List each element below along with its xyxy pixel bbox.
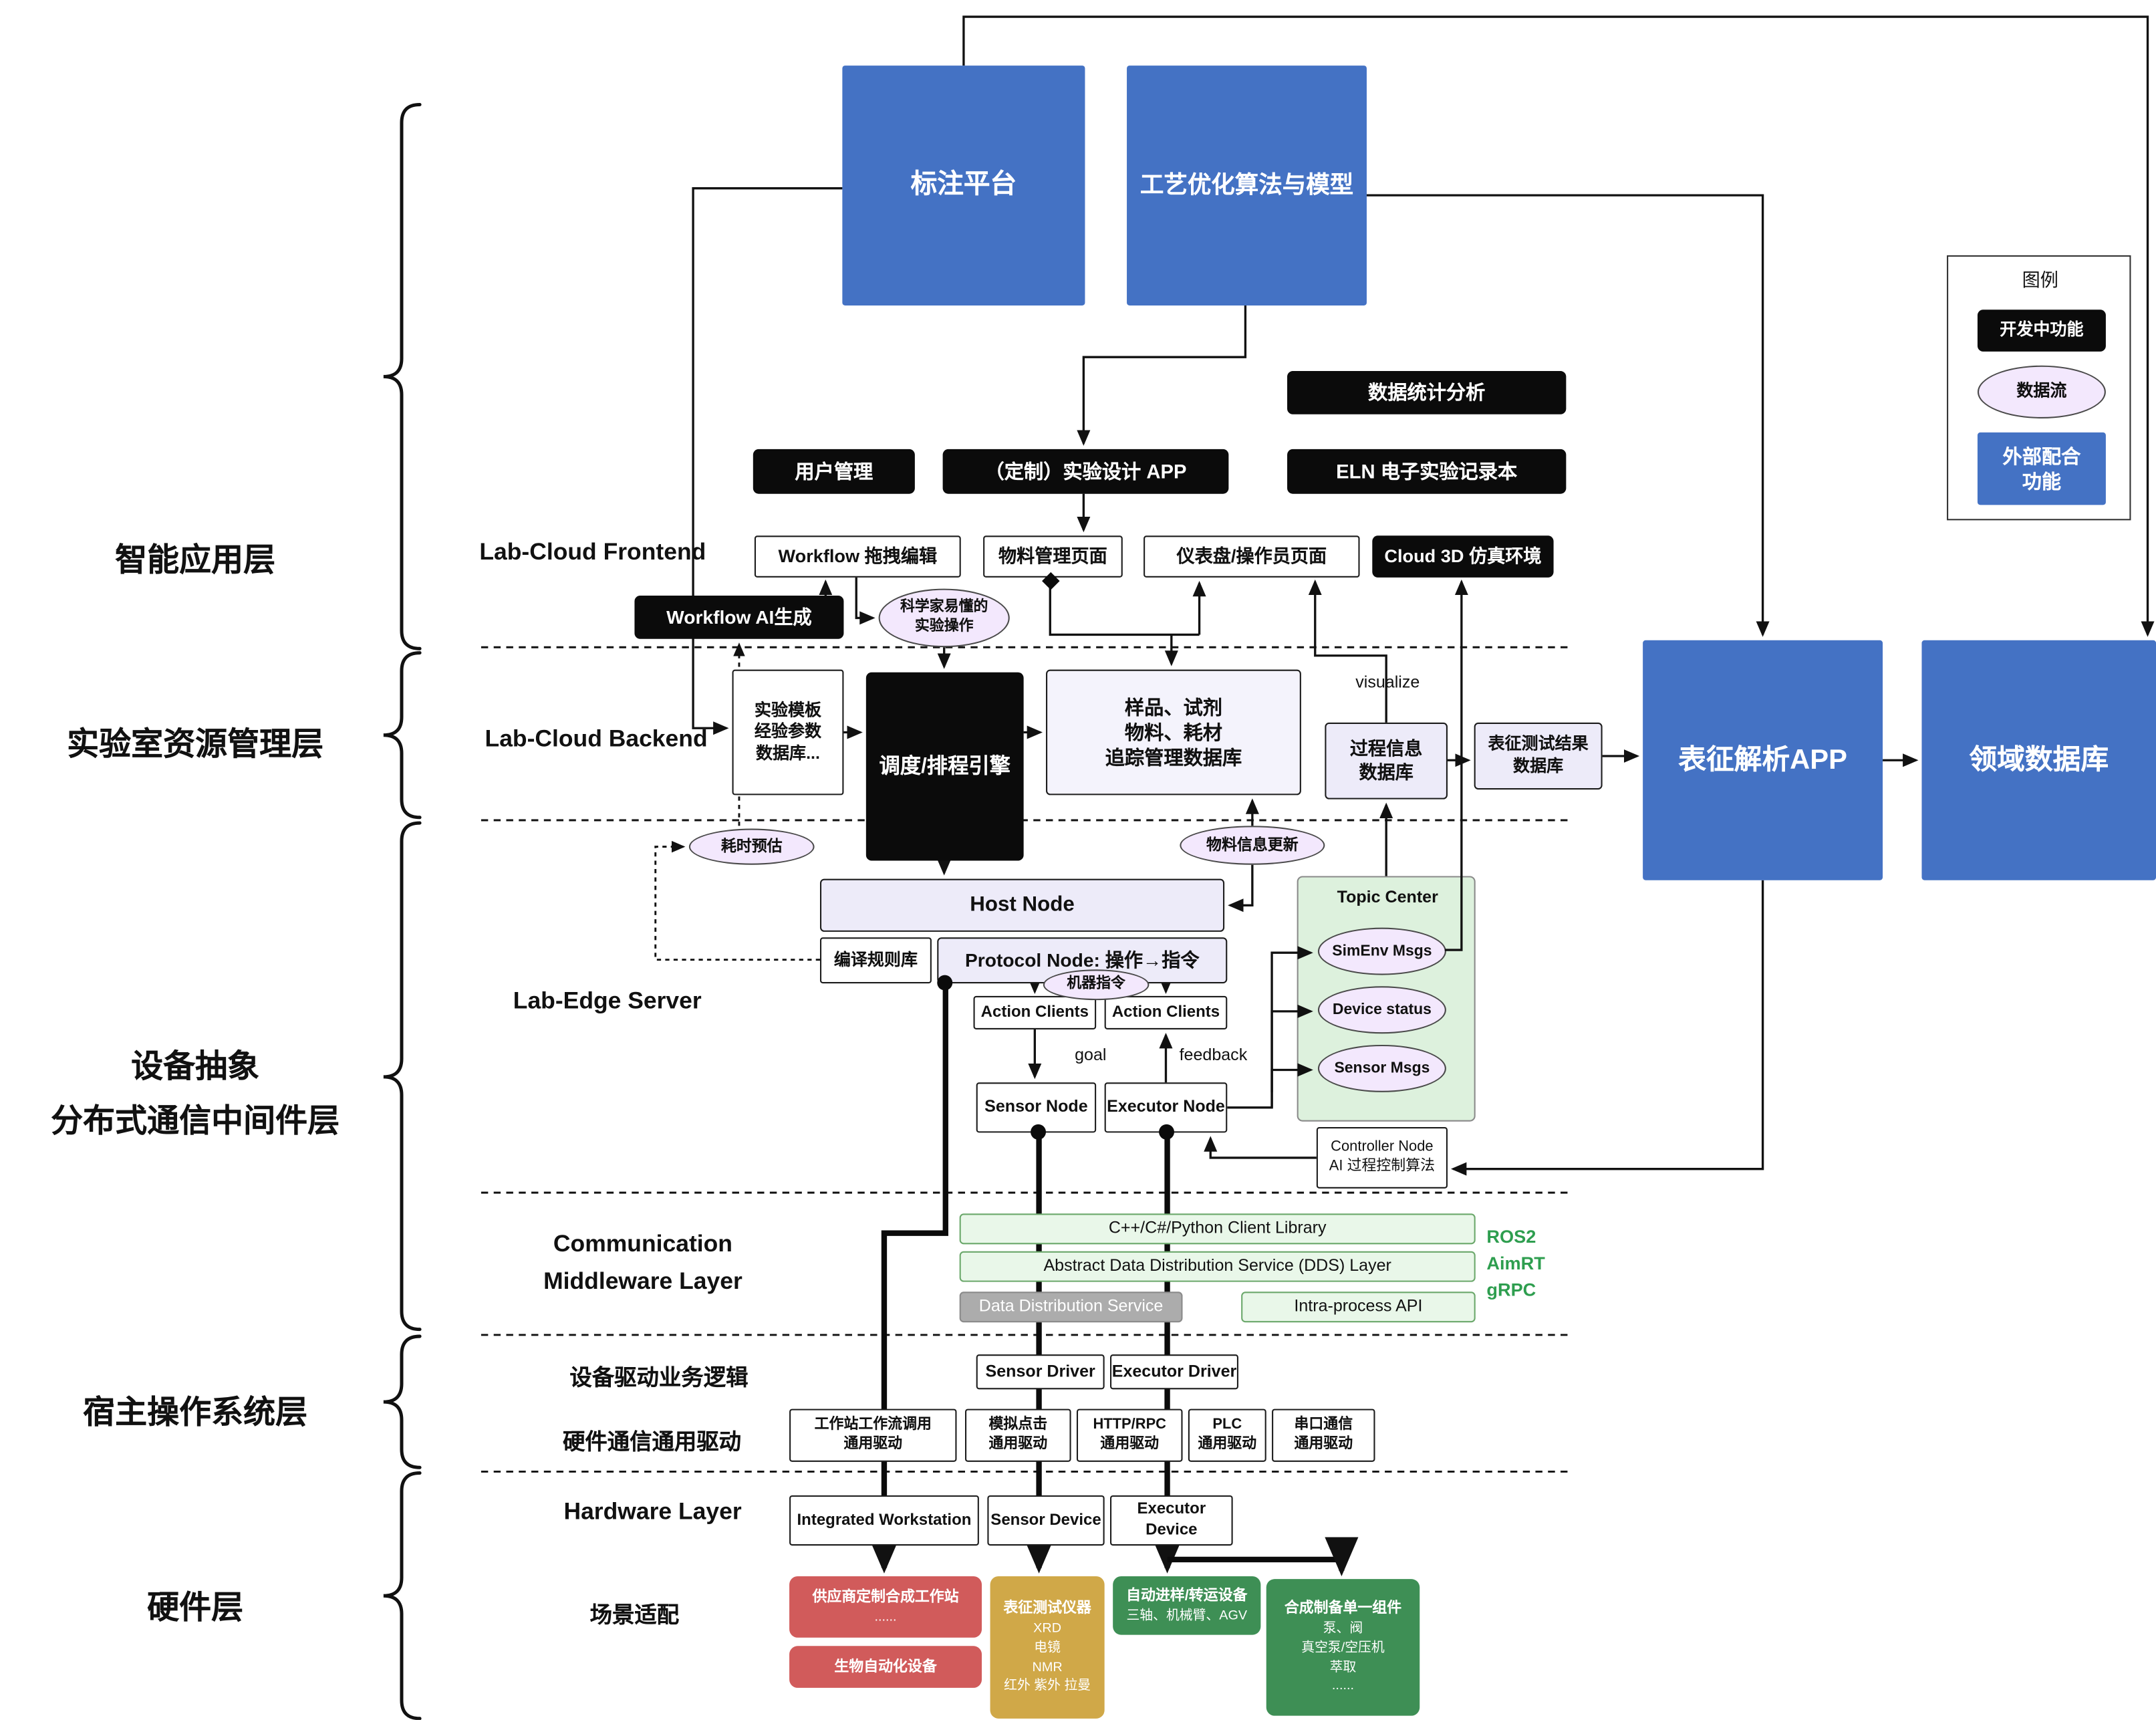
custom-exp-design-app-node: （定制）实验设计 APP <box>942 449 1229 494</box>
section-hardware-layer: Hardware Layer <box>563 1498 742 1525</box>
legend-dataflow-item: 数据流 <box>1977 365 2106 419</box>
layer-label-resource: 实验室资源管理层 <box>67 725 324 762</box>
user-mgmt-node: 用户管理 <box>753 449 915 494</box>
charact-instrument-node: 表征测试仪器 XRD 电镜 NMR 红外 紫外 拉曼 <box>990 1576 1105 1719</box>
cloud3d-sim-node: Cloud 3D 仿真环境 <box>1372 535 1554 578</box>
visualize-label: visualize <box>1355 672 1420 693</box>
eln-node: ELN 电子实验记录本 <box>1287 449 1567 494</box>
dds-layer-bar: Abstract Data Distribution Service (DDS)… <box>959 1251 1476 1282</box>
charact-result-db-node: 表征测试结果 数据库 <box>1474 722 1603 790</box>
topic-center-panel: Topic Center SimEnv Msgs Device status S… <box>1297 876 1476 1122</box>
section-lab-cloud-backend: Lab-Cloud Backend <box>485 725 708 752</box>
bio-automation-title: 生物自动化设备 <box>834 1658 937 1675</box>
vendor-workstation-node: 供应商定制合成工作站 ...... <box>789 1576 982 1638</box>
simenv-msgs-pill: SimEnv Msgs <box>1317 927 1446 975</box>
topic-center-title: Topic Center <box>1337 887 1438 907</box>
client-library-bar: C++/C#/Python Client Library <box>959 1213 1476 1245</box>
section-driver-logic: 设备驱动业务逻辑 <box>569 1366 749 1391</box>
transfer-equipment-body: 三轴、机械臂、AGV <box>1126 1608 1248 1624</box>
intra-process-api-bar: Intra-process API <box>1241 1292 1476 1323</box>
dds-service-bar: Data Distribution Service <box>959 1292 1183 1323</box>
sensor-device-node: Sensor Device <box>987 1495 1105 1546</box>
serial-driver-node: 串口通信 通用驱动 <box>1272 1408 1375 1462</box>
controller-node: Controller Node AI 过程控制算法 <box>1316 1127 1448 1189</box>
scientist-ops-pill: 科学家易懂的 实验操作 <box>878 588 1010 648</box>
layer-label-hardware: 硬件层 <box>147 1588 244 1626</box>
http-rpc-driver-node: HTTP/RPC 通用驱动 <box>1076 1408 1183 1462</box>
section-lab-cloud-frontend: Lab-Cloud Frontend <box>479 538 706 566</box>
transfer-equipment-title: 自动进样/转运设备 <box>1126 1586 1248 1604</box>
legend-title: 图例 <box>2022 268 2058 290</box>
transfer-equipment-node: 自动进样/转运设备 三轴、机械臂、AGV <box>1113 1576 1261 1635</box>
legend-panel: 图例 开发中功能 数据流 外部配合 功能 <box>1947 255 2131 521</box>
section-comm-middleware: Communication Middleware Layer <box>543 1230 743 1295</box>
action-clients-left-node: Action Clients <box>973 995 1097 1029</box>
scheduler-engine-node: 调度/排程引擎 <box>865 672 1024 861</box>
click-sim-driver-node: 模拟点击 通用驱动 <box>964 1408 1071 1462</box>
executor-node: Executor Node <box>1104 1082 1228 1133</box>
machine-cmd-pill: 机器指令 <box>1043 969 1150 1001</box>
layer-label-app: 智能应用层 <box>115 541 276 578</box>
layer-label-device: 设备抽象 分布式通信中间件层 <box>51 1048 340 1138</box>
goal-label: goal <box>1075 1044 1107 1065</box>
material-page-node: 物料管理页面 <box>983 535 1123 578</box>
process-optimization-node: 工艺优化算法与模型 <box>1127 66 1367 305</box>
feedback-label: feedback <box>1179 1044 1248 1065</box>
junction-dot-executor <box>1159 1124 1175 1140</box>
data-stats-node: 数据统计分析 <box>1287 371 1567 414</box>
annotation-platform-node: 标注平台 <box>842 66 1085 305</box>
junction-dot-protocol <box>937 975 953 991</box>
executor-driver-node: Executor Driver <box>1110 1354 1238 1390</box>
domain-db-node: 领域数据库 <box>1921 640 2156 880</box>
action-clients-right-node: Action Clients <box>1104 995 1228 1029</box>
junction-dot-sensor <box>1031 1124 1047 1140</box>
sample-tracking-db-node: 样品、试剂 物料、耗材 追踪管理数据库 <box>1046 669 1301 795</box>
integrated-workstation-node: Integrated Workstation <box>789 1495 979 1546</box>
device-status-pill: Device status <box>1317 986 1446 1034</box>
material-update-pill: 物料信息更新 <box>1180 826 1325 865</box>
sensor-driver-node: Sensor Driver <box>976 1354 1105 1390</box>
charact-analysis-app-node: 表征解析APP <box>1643 640 1883 880</box>
charact-instrument-body: XRD 电镜 NMR 红外 紫外 拉曼 <box>1004 1620 1091 1694</box>
vendor-workstation-title: 供应商定制合成工作站 <box>812 1588 959 1605</box>
middleware-stack-label: ROS2 AimRT gRPC <box>1486 1226 1545 1300</box>
dashboard-page-node: 仪表盘/操作员页面 <box>1143 535 1360 578</box>
section-scene-adapt: 场景适配 <box>589 1604 680 1628</box>
section-lab-edge-server: Lab-Edge Server <box>513 987 702 1015</box>
vendor-workstation-body: ...... <box>874 1609 897 1625</box>
executor-device-node: Executor Device <box>1110 1495 1233 1546</box>
charact-instrument-title: 表征测试仪器 <box>1003 1600 1091 1617</box>
section-hw-driver: 硬件通信通用驱动 <box>562 1431 742 1455</box>
plc-driver-node: PLC 通用驱动 <box>1188 1408 1266 1462</box>
workflow-edit-node: Workflow 拖拽编辑 <box>754 535 961 578</box>
host-node: Host Node <box>819 878 1225 932</box>
template-db-node: 实验模板 经验参数 数据库... <box>732 669 844 795</box>
bio-automation-node: 生物自动化设备 <box>789 1646 982 1688</box>
synth-component-title: 合成制备单一组件 <box>1284 1600 1402 1617</box>
workstation-driver-node: 工作站工作流调用 通用驱动 <box>789 1408 957 1462</box>
compile-rule-lib-node: 编译规则库 <box>819 937 932 984</box>
synth-component-node: 合成制备单一组件 泵、阀 真空泵/空压机 萃取 ...... <box>1266 1579 1420 1716</box>
synth-component-body: 泵、阀 真空泵/空压机 萃取 ...... <box>1301 1620 1385 1694</box>
layer-label-host-os: 宿主操作系统层 <box>83 1393 308 1430</box>
legend-external-item: 外部配合 功能 <box>1977 432 2106 505</box>
sensor-msgs-pill: Sensor Msgs <box>1317 1044 1446 1092</box>
time-estimate-pill: 耗时预估 <box>688 828 815 865</box>
legend-developing-item: 开发中功能 <box>1977 310 2106 352</box>
process-info-db-node: 过程信息 数据库 <box>1325 722 1448 800</box>
workflow-ai-node: Workflow AI生成 <box>634 596 844 639</box>
layer-braces <box>383 102 422 1720</box>
